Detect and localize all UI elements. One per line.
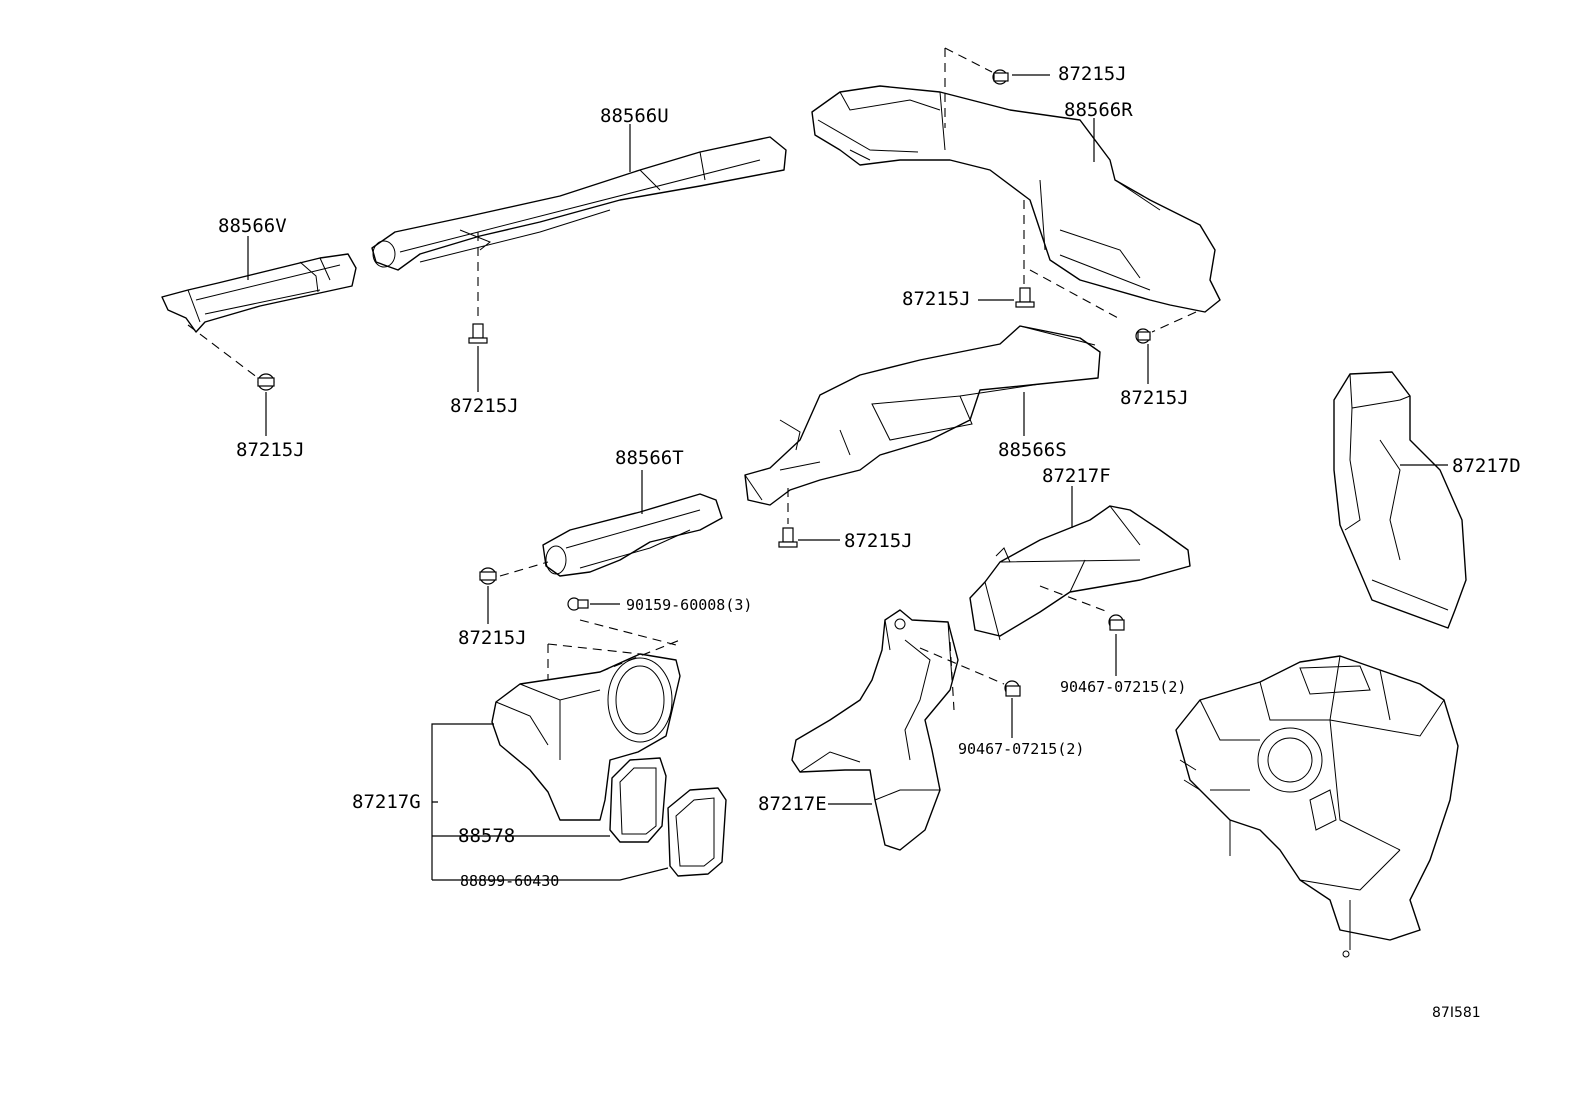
duct-88566T[interactable] [542, 493, 723, 577]
duct-87217E[interactable] [791, 609, 959, 851]
label-88566V: 88566V [218, 215, 287, 237]
clip-87215J-4[interactable] [1015, 287, 1035, 308]
screw-90467-b[interactable] [1004, 680, 1021, 697]
label-88899-60430: 88899-60430 [460, 872, 559, 890]
label-87217E: 87217E [758, 793, 827, 815]
filter-cover-88899[interactable] [667, 787, 727, 877]
duct-88566R[interactable] [811, 85, 1221, 313]
clip-87215J-6[interactable] [778, 527, 798, 548]
label-87217D: 87217D [1452, 455, 1521, 477]
label-87215J-4: 87215J [902, 288, 971, 310]
clip-87215J-1[interactable] [257, 373, 275, 391]
duct-87217D[interactable] [1333, 371, 1467, 629]
label-87215J-5: 87215J [1120, 387, 1189, 409]
figure-code: 87I581 [1432, 1005, 1481, 1021]
label-87215J-3: 87215J [1058, 63, 1127, 85]
label-87217G: 87217G [352, 791, 421, 813]
label-88566S: 88566S [998, 439, 1067, 461]
screw-90159[interactable] [567, 597, 589, 611]
duct-88566V[interactable] [161, 253, 357, 333]
duct-87217G[interactable] [491, 653, 681, 821]
label-90159-60008: 90159-60008(3) [626, 596, 752, 614]
duct-88566U[interactable] [371, 136, 787, 271]
label-90467-07215-a: 90467-07215(2) [1060, 678, 1186, 696]
label-87215J-2: 87215J [450, 395, 519, 417]
gasket-88578[interactable] [609, 757, 667, 843]
label-88578: 88578 [458, 825, 515, 847]
label-87215J-6: 87215J [844, 530, 913, 552]
screw-90467-a[interactable] [1108, 614, 1125, 631]
label-88566R: 88566R [1064, 99, 1133, 121]
duct-87217F[interactable] [969, 505, 1191, 641]
clip-87215J-7[interactable] [479, 567, 497, 585]
label-87217F: 87217F [1042, 465, 1111, 487]
label-87215J-1: 87215J [236, 439, 305, 461]
label-88566U: 88566U [600, 105, 669, 127]
label-88566T: 88566T [615, 447, 684, 469]
label-90467-07215-b: 90467-07215(2) [958, 740, 1084, 758]
hvac-unit[interactable] [1175, 655, 1459, 958]
duct-88566S[interactable] [744, 325, 1101, 506]
label-87215J-7: 87215J [458, 627, 527, 649]
clip-87215J-2[interactable] [468, 323, 488, 344]
clip-87215J-3[interactable] [992, 69, 1009, 85]
clip-87215J-5[interactable] [1135, 328, 1151, 344]
